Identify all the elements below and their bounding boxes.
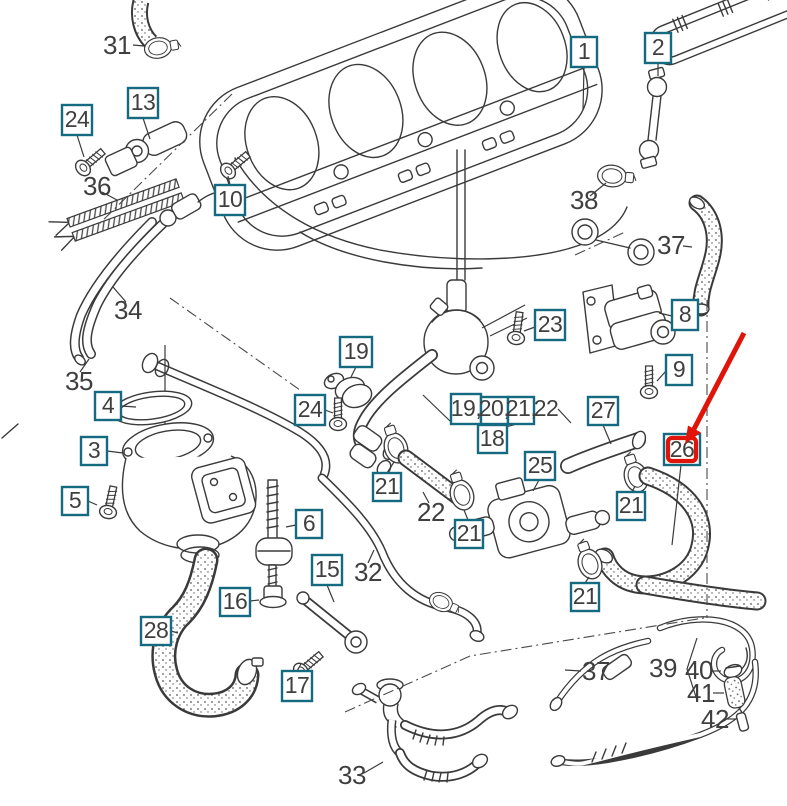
svg-text:21: 21 — [619, 492, 644, 518]
highlight-arrow — [685, 331, 747, 444]
svg-text:13: 13 — [131, 89, 156, 115]
callout-26-highlighted[interactable]: 26 — [662, 432, 702, 467]
part-label-42: 42 — [701, 704, 729, 734]
svg-text:19,: 19, — [451, 395, 481, 421]
part-label-37-top: 37 — [657, 230, 685, 260]
svg-text:6: 6 — [303, 510, 315, 536]
svg-text:5: 5 — [69, 487, 81, 513]
hose-37-top-drawing — [688, 194, 723, 317]
svg-text:24: 24 — [65, 106, 90, 132]
svg-text:23: 23 — [538, 311, 563, 337]
svg-text:24: 24 — [298, 396, 323, 422]
callout-10[interactable]: 10 — [213, 183, 247, 217]
hoses-34-35-drawing — [69, 191, 229, 366]
intake-manifold-drawing — [199, 0, 655, 270]
callout-5[interactable]: 5 — [60, 485, 90, 517]
svg-text:20,: 20, — [479, 395, 509, 421]
callout-18[interactable]: 18 — [476, 423, 509, 455]
hose-assembly-33-drawing — [351, 678, 519, 783]
svg-text:21: 21 — [457, 520, 482, 546]
elbow-and-hose-22-drawing — [349, 419, 479, 514]
svg-text:26: 26 — [670, 436, 695, 462]
screw-9-drawing — [639, 365, 659, 400]
part-label-37-bottom: 37 — [582, 656, 610, 686]
callout-21-b[interactable]: 21 — [453, 518, 485, 550]
clamp-21d-drawing — [569, 535, 607, 583]
callout-8[interactable]: 8 — [670, 298, 700, 332]
svg-text:21: 21 — [375, 473, 400, 499]
bracket-15-drawing — [296, 591, 368, 654]
callout-16[interactable]: 16 — [218, 586, 252, 618]
part-label-38: 38 — [570, 185, 598, 215]
svg-text:22: 22 — [534, 395, 559, 421]
part-label-40: 40 — [685, 655, 713, 685]
callout-24-mid[interactable]: 24 — [293, 393, 327, 427]
part-label-35: 35 — [65, 366, 93, 396]
part-label-22: 22 — [417, 497, 445, 527]
part-label-41: 41 — [687, 678, 715, 708]
callout-28[interactable]: 28 — [139, 615, 173, 647]
screw-23-glyph — [505, 310, 529, 347]
callout-25[interactable]: 25 — [523, 450, 557, 482]
fuel-lines-drawing — [549, 616, 759, 767]
callout-23[interactable]: 23 — [533, 308, 567, 342]
svg-text:8: 8 — [679, 301, 691, 327]
callout-21-c[interactable]: 21 — [615, 490, 647, 522]
hose-31-drawing — [130, 0, 183, 62]
screw-5-drawing — [97, 484, 123, 521]
callout-group-19-20-21-22[interactable]: 19, 20, 21, 22 — [449, 392, 559, 426]
svg-text:10: 10 — [218, 186, 243, 212]
callout-24-top[interactable]: 24 — [60, 103, 94, 137]
hose-27-drawing — [560, 430, 647, 474]
svg-text:2: 2 — [652, 34, 664, 60]
mount-stack-6-16-drawing — [255, 479, 293, 609]
part-label-33: 33 — [338, 760, 366, 790]
svg-text:1: 1 — [578, 38, 590, 64]
part-label-32: 32 — [354, 557, 382, 587]
callout-9[interactable]: 9 — [664, 353, 694, 387]
callout-13[interactable]: 13 — [126, 86, 160, 120]
svg-text:19: 19 — [344, 338, 369, 364]
hose-28-drawing — [151, 547, 264, 718]
callout-4[interactable]: 4 — [93, 390, 123, 422]
cable-ties-36-drawing — [48, 178, 186, 251]
link-rod-drawing — [638, 66, 668, 169]
callout-27[interactable]: 27 — [586, 395, 620, 427]
svg-text:3: 3 — [88, 437, 100, 463]
svg-text:18: 18 — [480, 425, 505, 451]
svg-text:21: 21 — [573, 583, 598, 609]
svg-text:27: 27 — [591, 397, 616, 423]
callout-21-d[interactable]: 21 — [569, 581, 601, 613]
evap-valve-8-drawing — [582, 284, 676, 354]
breather-pipe-drawing — [1, 352, 331, 480]
svg-text:4: 4 — [102, 392, 115, 418]
part-label-36: 36 — [83, 171, 111, 201]
callout-15[interactable]: 15 — [310, 553, 344, 587]
callout-1[interactable]: 1 — [569, 35, 599, 69]
part-label-34: 34 — [114, 295, 142, 325]
callout-3[interactable]: 3 — [79, 435, 109, 467]
callout-21-a[interactable]: 21 — [371, 471, 403, 503]
fitting-19-drawing — [323, 372, 373, 409]
sensor-13-drawing — [104, 121, 188, 177]
callout-6[interactable]: 6 — [294, 508, 324, 540]
svg-text:16: 16 — [223, 588, 248, 614]
svg-text:21,: 21, — [506, 395, 536, 421]
part-label-39: 39 — [649, 653, 677, 683]
hose-26-drawing — [594, 466, 767, 611]
svg-text:28: 28 — [144, 617, 169, 643]
svg-text:25: 25 — [528, 452, 553, 478]
svg-text:17: 17 — [285, 672, 310, 698]
callout-17[interactable]: 17 — [280, 669, 314, 703]
callout-19[interactable]: 19 — [338, 335, 374, 369]
svg-text:9: 9 — [673, 356, 685, 382]
callout-2[interactable]: 2 — [643, 31, 673, 65]
svg-text:15: 15 — [315, 556, 340, 582]
part-label-31: 31 — [103, 30, 131, 60]
construction-lines — [97, 93, 708, 713]
hose-32-drawing — [317, 473, 485, 642]
